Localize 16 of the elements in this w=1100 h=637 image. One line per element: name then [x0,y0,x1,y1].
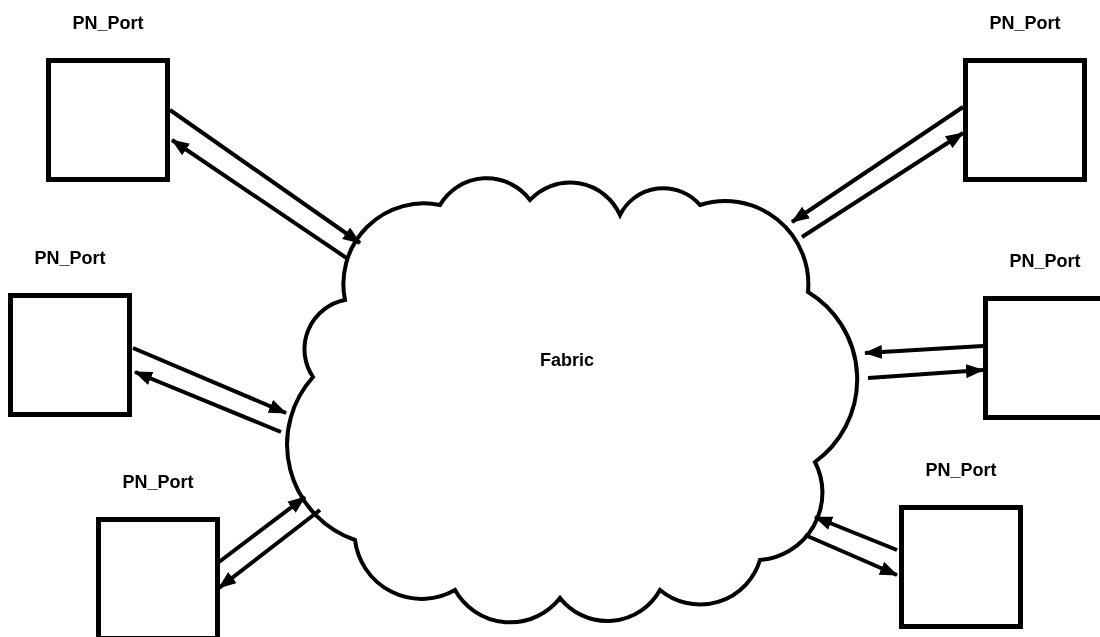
arrow [790,105,965,224]
arrow [800,131,965,239]
arrow [134,370,282,434]
arrow [168,108,362,245]
port-label: PN_Port [33,247,107,269]
arrow [814,515,898,552]
port-label: PN_Port [1008,250,1082,272]
arrow [864,344,984,359]
arrow [867,364,984,380]
arrow [804,533,898,577]
cloud-label: Fabric [540,349,594,371]
port-label: PN_Port [924,459,998,481]
port-label: PN_Port [988,12,1062,34]
port-label: PN_Port [71,12,145,34]
arrow [132,346,287,415]
port-label: PN_Port [121,471,195,493]
